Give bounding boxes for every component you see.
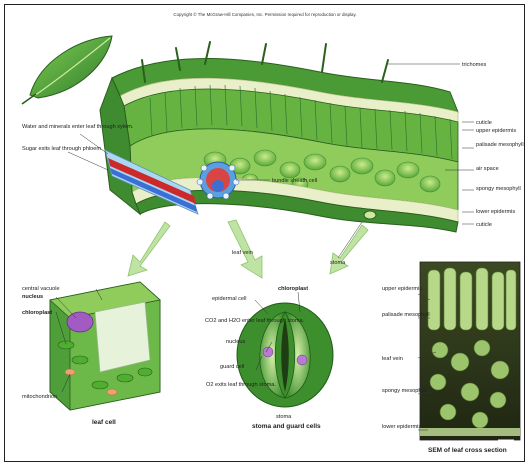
label-spongy-sem: spongy mesophyll — [382, 388, 427, 394]
label-water-minerals: Water and minerals enter leaf through xy… — [22, 124, 134, 130]
label-nucleus: nucleus — [22, 294, 43, 300]
label-palisade-sem: palisade mesophyll — [382, 312, 430, 318]
label-sugar-exits: Sugar exits leaf through phloem. — [22, 146, 103, 152]
label-chloroplast-stoma: chloroplast — [278, 286, 308, 292]
label-air-space: air space — [476, 166, 499, 172]
label-nucleus-stoma: nucleus — [226, 339, 245, 345]
caption-leaf-cell: leaf cell — [92, 419, 116, 426]
label-o2-exits: O2 exits leaf through stoma. — [206, 382, 276, 388]
leaf-cross-section — [100, 42, 458, 232]
label-stoma-guard: stoma — [276, 414, 292, 420]
nucleus-shape — [67, 312, 93, 332]
stoma-opening — [364, 211, 376, 219]
label-chloroplast: chloroplast — [22, 310, 52, 316]
sem-cross-section — [420, 262, 520, 440]
label-palisade-mesophyll: palisade mesophyll — [476, 142, 524, 148]
label-central-vacuole: central vacuole — [22, 286, 60, 292]
callout-arrows — [128, 220, 368, 278]
leaf-cell-illustration — [50, 282, 160, 410]
label-trichomes: trichomes — [462, 62, 486, 68]
label-co2-h2o-enter: CO2 and H2O enter leaf through stoma. — [205, 318, 305, 324]
central-vacuole-shape — [95, 302, 150, 372]
label-upper-epidermis-sem: upper epidermis — [382, 286, 422, 292]
copyright-text: Copyright © The McGraw-Hill Companies, I… — [173, 12, 356, 17]
leaf-icon — [22, 36, 112, 104]
label-guard-cell: guard cell — [220, 364, 244, 370]
caption-sem: SEM of leaf cross section — [428, 447, 507, 454]
label-leaf-vein-sem: leaf vein — [382, 356, 403, 362]
label-spongy-mesophyll: spongy mesophyll — [476, 186, 521, 192]
label-cuticle-lower: cuticle — [476, 222, 492, 228]
label-stoma: stoma — [330, 260, 346, 266]
label-cuticle: cuticle — [476, 120, 492, 126]
caption-stoma-guard-cells: stoma and guard cells — [252, 423, 321, 430]
label-epidermal-cell: epidermal cell — [212, 296, 247, 302]
label-mitochondrion: mitochondrion — [22, 394, 57, 400]
label-lower-epidermis-sem: lower epidermis — [382, 424, 421, 430]
label-upper-epidermis: upper epidermis — [476, 128, 516, 134]
label-bundle-sheath: bundle sheath cell — [272, 178, 317, 184]
label-lower-epidermis: lower epidermis — [476, 209, 515, 215]
label-leaf-vein: leaf vein — [232, 250, 253, 256]
